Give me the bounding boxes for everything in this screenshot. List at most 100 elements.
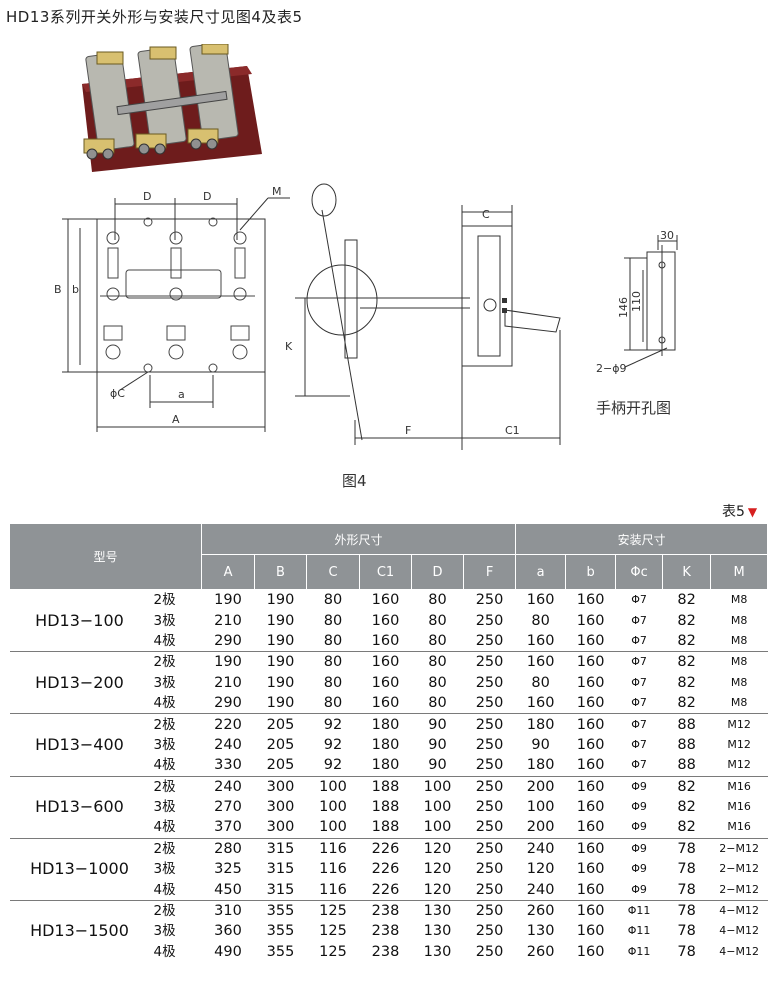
value-cell: Φ9	[631, 800, 647, 814]
value-cell: 120	[411, 837, 464, 860]
value-cell: 160	[576, 736, 605, 753]
value-cell: Φ7	[631, 758, 647, 772]
value-cell: 226	[371, 881, 400, 898]
value-cell: Φ11	[627, 924, 651, 938]
header-install-dimensions: 安装尺寸	[515, 523, 769, 555]
value-cell: 4−M12	[710, 899, 768, 922]
value-cell: 160	[515, 651, 566, 673]
value-cell: 180	[526, 757, 555, 774]
model-cell: HD13−200	[9, 651, 150, 714]
value-cell: 250	[463, 775, 516, 797]
value-cell: 260	[526, 943, 555, 960]
value-cell: 200	[515, 775, 566, 797]
value-cell: 80	[428, 674, 447, 691]
value-cell: 116	[319, 861, 347, 878]
value-cell: 100	[423, 819, 452, 836]
column-header: M	[710, 554, 769, 590]
value-cell: 490	[214, 943, 242, 960]
value-cell: 78	[677, 943, 696, 960]
value-cell: 250	[475, 632, 504, 649]
value-cell: 250	[475, 861, 504, 878]
value-cell: 160	[359, 651, 412, 673]
label-F: F	[405, 424, 411, 437]
value-cell: 290	[214, 632, 242, 649]
label-hole-w: 30	[660, 229, 674, 242]
value-cell: 4−M12	[719, 944, 759, 958]
pole-cell: 2极	[149, 589, 202, 611]
value-cell: M8	[730, 633, 748, 647]
value-cell: 370	[214, 819, 242, 836]
value-cell: 355	[266, 943, 295, 960]
value-cell: 160	[576, 799, 605, 816]
value-cell: 355	[254, 899, 307, 922]
value-cell: 180	[359, 713, 412, 735]
value-cell: M8	[730, 613, 748, 627]
label-D2: D	[203, 190, 211, 203]
value-cell: 78	[662, 899, 711, 922]
value-cell: 190	[254, 589, 307, 611]
value-cell: 2−M12	[710, 837, 768, 860]
value-cell: 290	[214, 695, 242, 712]
value-cell: 325	[214, 861, 242, 878]
value-cell: Φ9	[631, 862, 647, 876]
column-header: D	[411, 554, 465, 590]
value-cell: Φ7	[631, 613, 647, 627]
value-cell: 250	[475, 799, 504, 816]
value-cell: 160	[565, 837, 616, 860]
value-cell: 82	[662, 775, 711, 797]
value-cell: 190	[266, 612, 295, 629]
value-cell: 100	[306, 775, 360, 797]
value-cell: 82	[677, 819, 696, 836]
value-cell: 82	[677, 674, 696, 691]
value-cell: 160	[576, 674, 605, 691]
value-cell: Φ11	[627, 944, 651, 958]
value-cell: 180	[515, 713, 566, 735]
value-cell: 188	[371, 819, 400, 836]
value-cell: Φ11	[615, 899, 663, 922]
value-cell: 160	[565, 899, 616, 922]
pole-cell: 2极	[149, 899, 202, 922]
value-cell: M16	[727, 820, 751, 834]
value-cell: Φ9	[615, 837, 663, 860]
value-cell: 160	[576, 612, 605, 629]
value-cell: 80	[323, 612, 343, 629]
model-cell: HD13−100	[9, 588, 150, 652]
pole-cell: 3极	[153, 799, 176, 816]
pole-cell: 4极	[153, 632, 176, 649]
value-cell: 330	[214, 757, 242, 774]
value-cell: 160	[515, 589, 566, 611]
value-cell: 160	[576, 881, 605, 898]
value-cell: 190	[201, 589, 255, 611]
value-cell: 130	[423, 943, 452, 960]
value-cell: 260	[515, 899, 566, 922]
value-cell: 120	[423, 881, 452, 898]
value-cell: 80	[428, 695, 447, 712]
column-header: a	[515, 554, 567, 590]
pole-cell: 2极	[149, 651, 202, 673]
value-cell: 80	[323, 632, 343, 649]
value-cell: Φ7	[631, 696, 647, 710]
value-cell: 190	[266, 695, 295, 712]
value-cell: 90	[428, 736, 447, 753]
value-cell: 92	[323, 736, 343, 753]
value-cell: 80	[531, 612, 550, 629]
value-cell: M12	[710, 713, 768, 735]
value-cell: 250	[475, 757, 504, 774]
pole-cell: 2极	[149, 775, 202, 797]
value-cell: 88	[677, 736, 696, 753]
value-cell: 4−M12	[719, 924, 759, 938]
value-cell: 100	[319, 799, 347, 816]
value-cell: 92	[323, 757, 343, 774]
value-cell: 82	[677, 695, 696, 712]
pole-cell: 3极	[153, 923, 176, 940]
value-cell: 250	[463, 899, 516, 922]
label-a: a	[178, 388, 185, 401]
value-cell: 120	[526, 861, 555, 878]
value-cell: 88	[677, 757, 696, 774]
value-cell: 160	[576, 819, 605, 836]
